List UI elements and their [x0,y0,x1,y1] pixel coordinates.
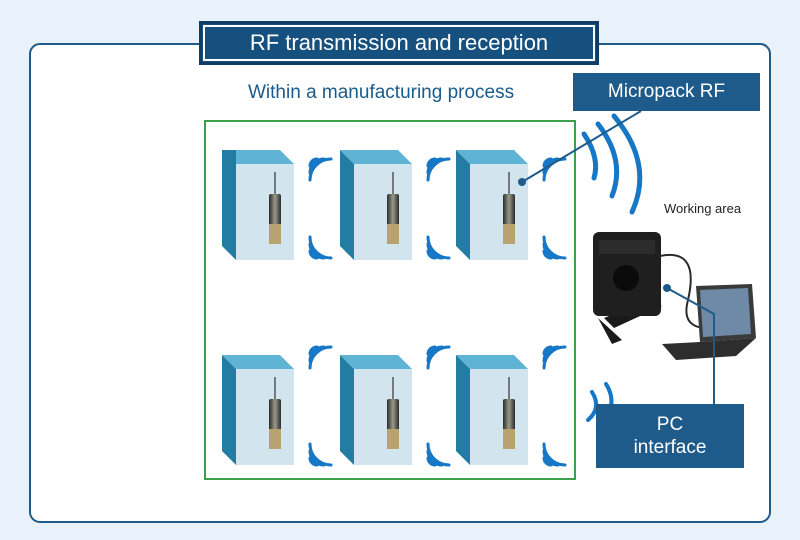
title-text: RF transmission and reception [249,30,549,55]
wireless-waves-icon [308,157,333,182]
pc-interface-label: PC interface [596,404,744,468]
enclosure-4 [222,355,294,465]
large-radio-waves-icon [581,113,643,215]
wireless-waves-icon [542,442,567,467]
rf-receiver-device [593,232,662,344]
enclosure-3 [456,150,528,260]
micropack-rf-text: Micropack RF [607,81,726,102]
wireless-waves-icon [426,442,451,467]
pc-interface-line1: PC [656,414,684,435]
process-area-border [204,120,576,480]
enclosure-1 [222,150,294,260]
pc-interface-leader-dot [663,284,671,292]
receiver-dial-icon [613,265,639,291]
wireless-waves-icon [308,442,333,467]
wireless-waves-icon [542,345,567,370]
micropack-leader-line [521,110,642,183]
pc-interface-line2: interface [633,437,707,458]
wireless-waves-icon [426,345,451,370]
pc-interface-leader-line [666,287,715,406]
enclosure-6 [456,355,528,465]
laptop-icon [662,284,756,360]
process-subtitle: Within a manufacturing process [248,82,515,103]
wireless-waves-icon [426,235,451,260]
working-area-label: Working area [664,201,742,216]
enclosure-2 [340,150,412,260]
micropack-rf-label: Micropack RF [573,73,760,111]
wireless-waves-icon [308,345,333,370]
enclosure-5 [340,355,412,465]
wireless-waves-icon [308,235,333,260]
micropack-leader-dot [518,178,526,186]
title-banner: RF transmission and reception [199,21,599,65]
wireless-waves-icon [426,157,451,182]
wireless-waves-icon [542,235,567,260]
